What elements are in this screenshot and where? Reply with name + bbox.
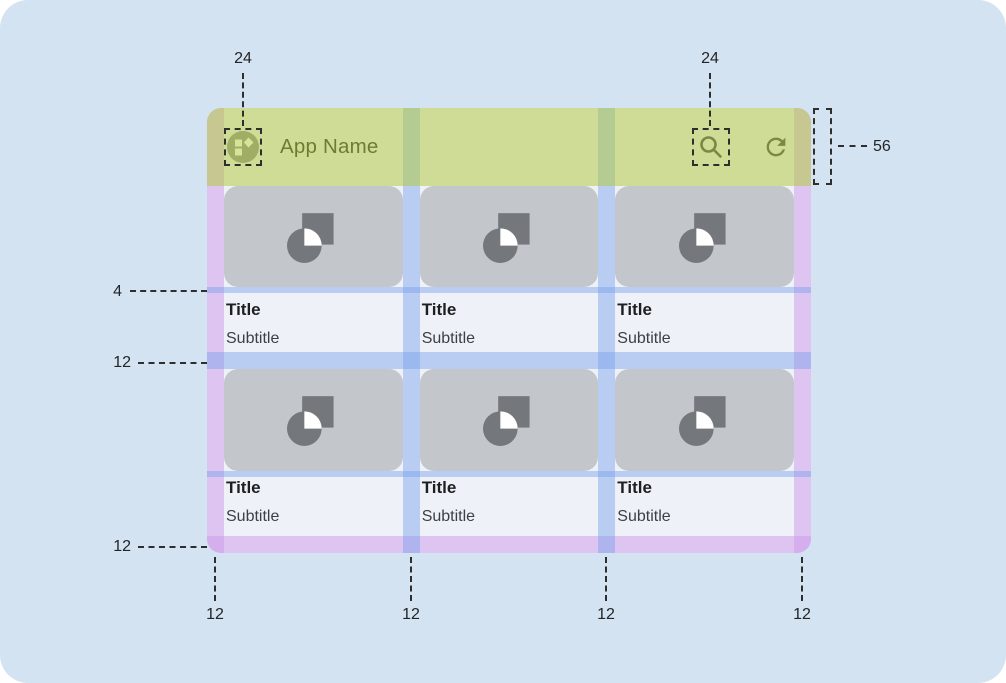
- shapes-icon: [678, 396, 726, 446]
- annotation-line: [214, 557, 216, 601]
- appbar-height-bracket: [813, 108, 832, 185]
- grid-card[interactable]: Title Subtitle: [419, 369, 599, 527]
- grid-card[interactable]: Title Subtitle: [224, 186, 403, 349]
- refresh-icon[interactable]: [762, 133, 790, 161]
- annotation-row-gap: 12: [113, 354, 131, 371]
- card-title: Title: [226, 300, 261, 319]
- annotation-bottom-margin: 12: [113, 538, 131, 555]
- annotation-gutter-left: 12: [402, 606, 420, 623]
- annotation-line: [410, 557, 412, 601]
- annotation-gutter-right: 12: [597, 606, 615, 623]
- card-title: Title: [226, 478, 261, 497]
- card-subtitle: Subtitle: [617, 508, 671, 525]
- card-image-placeholder: [615, 369, 794, 471]
- card-title: Title: [421, 478, 457, 497]
- appbar-icon-size-box: [224, 128, 262, 166]
- shapes-icon: [287, 212, 334, 263]
- annotation-line: [130, 290, 207, 292]
- annotation-line: [838, 145, 867, 147]
- card-image-placeholder: [224, 369, 403, 471]
- grid-card[interactable]: Title Subtitle: [615, 186, 794, 349]
- annotation-appbar-icon-size: 24: [234, 50, 252, 67]
- shapes-icon: [483, 396, 530, 446]
- row-gap-overlay: [207, 352, 811, 369]
- grid-card[interactable]: Title Subtitle: [419, 186, 599, 349]
- card-image-placeholder: [419, 186, 599, 287]
- card-image-placeholder: [224, 186, 403, 287]
- card-subtitle: Subtitle: [617, 330, 671, 347]
- card-image-placeholder: [419, 369, 599, 471]
- annotation-line: [801, 557, 803, 601]
- card-title: Title: [421, 300, 457, 319]
- annotation-line: [138, 362, 207, 364]
- shapes-icon: [678, 212, 726, 263]
- shapes-icon: [287, 396, 334, 446]
- annotation-line: [709, 73, 711, 126]
- card-subtitle: Subtitle: [421, 508, 476, 525]
- grid-card[interactable]: Title Subtitle: [224, 369, 403, 527]
- card-subtitle: Subtitle: [421, 330, 476, 347]
- annotation-image-text-gap: 4: [113, 283, 122, 300]
- annotation-right-margin: 12: [793, 606, 811, 623]
- search-icon-size-box: [692, 128, 730, 166]
- annotation-appbar-height: 56: [873, 138, 891, 155]
- annotation-appbar-action-size: 24: [701, 50, 719, 67]
- annotation-line: [605, 557, 607, 601]
- card-subtitle: Subtitle: [226, 330, 280, 347]
- card-title: Title: [617, 300, 652, 319]
- shapes-icon: [483, 212, 530, 263]
- app-mockup: App Name Title Subtitle: [207, 108, 811, 553]
- card-title: Title: [617, 478, 652, 497]
- card-image-placeholder: [615, 186, 794, 287]
- card-subtitle: Subtitle: [226, 508, 280, 525]
- annotation-line: [242, 73, 244, 126]
- annotation-left-margin: 12: [206, 606, 224, 623]
- app-title: App Name: [280, 135, 379, 158]
- annotation-line: [138, 546, 207, 548]
- bottom-margin-overlay: [207, 536, 811, 553]
- grid-card[interactable]: Title Subtitle: [615, 369, 794, 527]
